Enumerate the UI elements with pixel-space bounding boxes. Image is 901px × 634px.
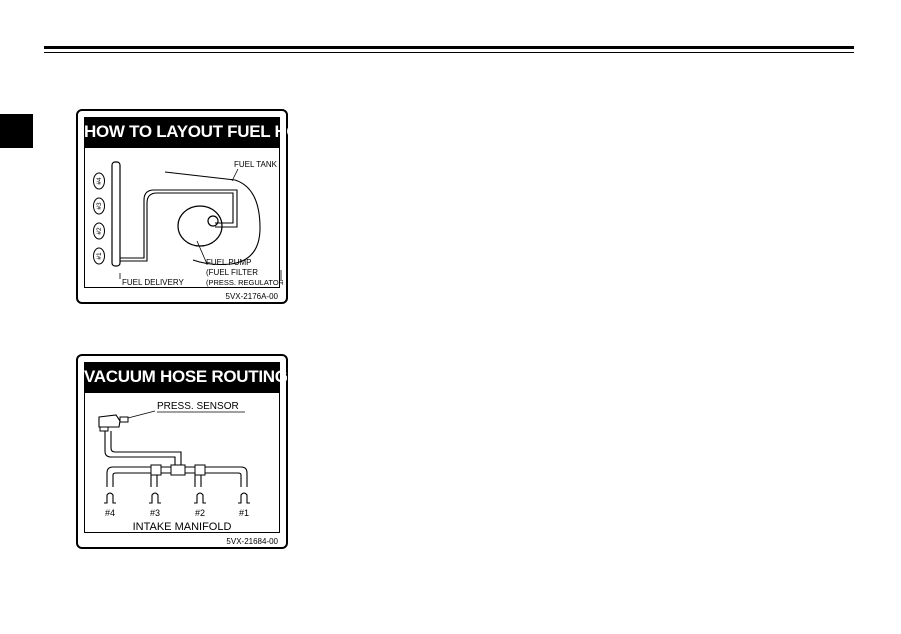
fuel-pump-outlet <box>207 215 219 227</box>
fuel-filter-label: (FUEL FILTER <box>206 268 258 277</box>
vacuum-cylinder-2: #2 <box>195 508 205 518</box>
fuel-label-part-code: 5VX-2176A-00 <box>225 292 278 301</box>
vacuum-hose-diagram: PRESS. SENSOR #4 #3 #2 <box>98 401 250 533</box>
vacuum-label-part-code: 5VX-21684-00 <box>226 537 278 546</box>
fuel-label-title: HOW TO LAYOUT FUEL HOSES <box>84 117 333 147</box>
fuel-label-diagram-box: #4 #3 #2 #1 FUEL TANK FUEL PUMP (FUEL F <box>84 147 283 288</box>
fuel-cylinder-2: #2 <box>96 227 103 235</box>
vacuum-cylinder-1: #1 <box>239 508 249 518</box>
press-sensor-label: PRESS. SENSOR <box>157 401 239 412</box>
press-sensor-icon <box>98 414 129 432</box>
intake-manifold-label: INTAKE MANIFOLD <box>133 521 232 533</box>
header-rule-thick <box>44 46 854 49</box>
vacuum-cylinder-4: #4 <box>105 508 115 518</box>
vacuum-hose-label: VACUUM HOSE ROUTING PRESS. SENSOR <box>76 354 288 549</box>
fuel-cylinder-3: #3 <box>96 202 103 210</box>
fuel-hose-label: HOW TO LAYOUT FUEL HOSES #4 #3 #2 #1 <box>76 109 333 304</box>
vacuum-label-title: VACUUM HOSE ROUTING <box>84 362 288 392</box>
vacuum-cylinder-3: #3 <box>150 508 160 518</box>
fuel-tank-outline <box>164 171 261 266</box>
fuel-delivery-label: FUEL DELIVERY <box>122 278 184 287</box>
fuel-delivery-rail <box>111 161 121 267</box>
fuel-tank-label: FUEL TANK <box>234 160 278 169</box>
intake-port-icons <box>104 492 250 504</box>
vacuum-label-diagram-box: PRESS. SENSOR #4 #3 #2 <box>84 392 280 533</box>
fuel-hose-diagram: #4 #3 #2 #1 FUEL TANK FUEL PUMP (FUEL F <box>93 160 283 287</box>
fuel-cylinder-4: #4 <box>96 177 103 185</box>
fuel-pump-label: FUEL PUMP <box>206 258 252 267</box>
fuel-pump-body <box>177 205 223 247</box>
header-rule-thin <box>44 52 854 53</box>
fuel-cylinder-1: #1 <box>96 252 103 260</box>
press-regulator-label: (PRESS. REGULATOR) <box>206 278 283 287</box>
section-tab-marker <box>0 114 33 148</box>
cylinder-markers: #4 #3 #2 #1 <box>93 172 105 265</box>
